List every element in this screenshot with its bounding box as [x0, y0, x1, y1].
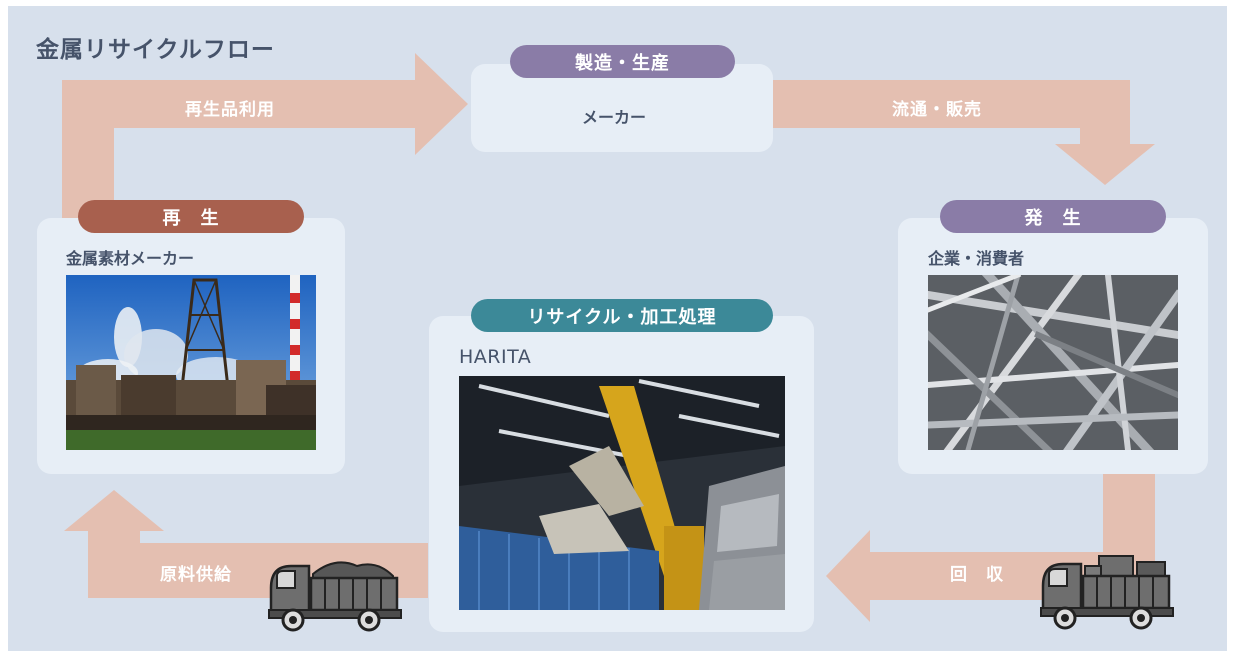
- truck-icon: [1037, 552, 1177, 630]
- generation-sub: 企業・消費者: [928, 249, 1025, 268]
- manufacturing-sub: メーカー: [582, 108, 647, 127]
- distribution-arrow-label: 流通・販売: [892, 100, 982, 120]
- supply-arrow-label: 原料供給: [160, 565, 232, 585]
- manufacturing-label: 製造・生産: [510, 45, 735, 78]
- manufacturing-card: [471, 64, 773, 152]
- regeneration-sub: 金属素材メーカー: [66, 249, 195, 268]
- recycling-facility-photo: [459, 376, 785, 610]
- recycling-label: リサイクル・加工処理: [471, 299, 773, 332]
- reuse-arrow-label: 再生品利用: [185, 100, 275, 120]
- steel-plant-photo: [66, 275, 316, 450]
- truck-icon: [265, 554, 405, 632]
- scrap-metal-photo: [928, 275, 1178, 450]
- reuse-arrow: [62, 53, 468, 225]
- regeneration-label: 再 生: [78, 200, 304, 233]
- collection-arrow-label: 回 収: [950, 565, 1004, 585]
- recycling-sub: HARITA: [459, 346, 532, 368]
- page-title: 金属リサイクルフロー: [36, 37, 275, 63]
- distribution-arrow: [770, 80, 1155, 185]
- generation-label: 発 生: [940, 200, 1166, 233]
